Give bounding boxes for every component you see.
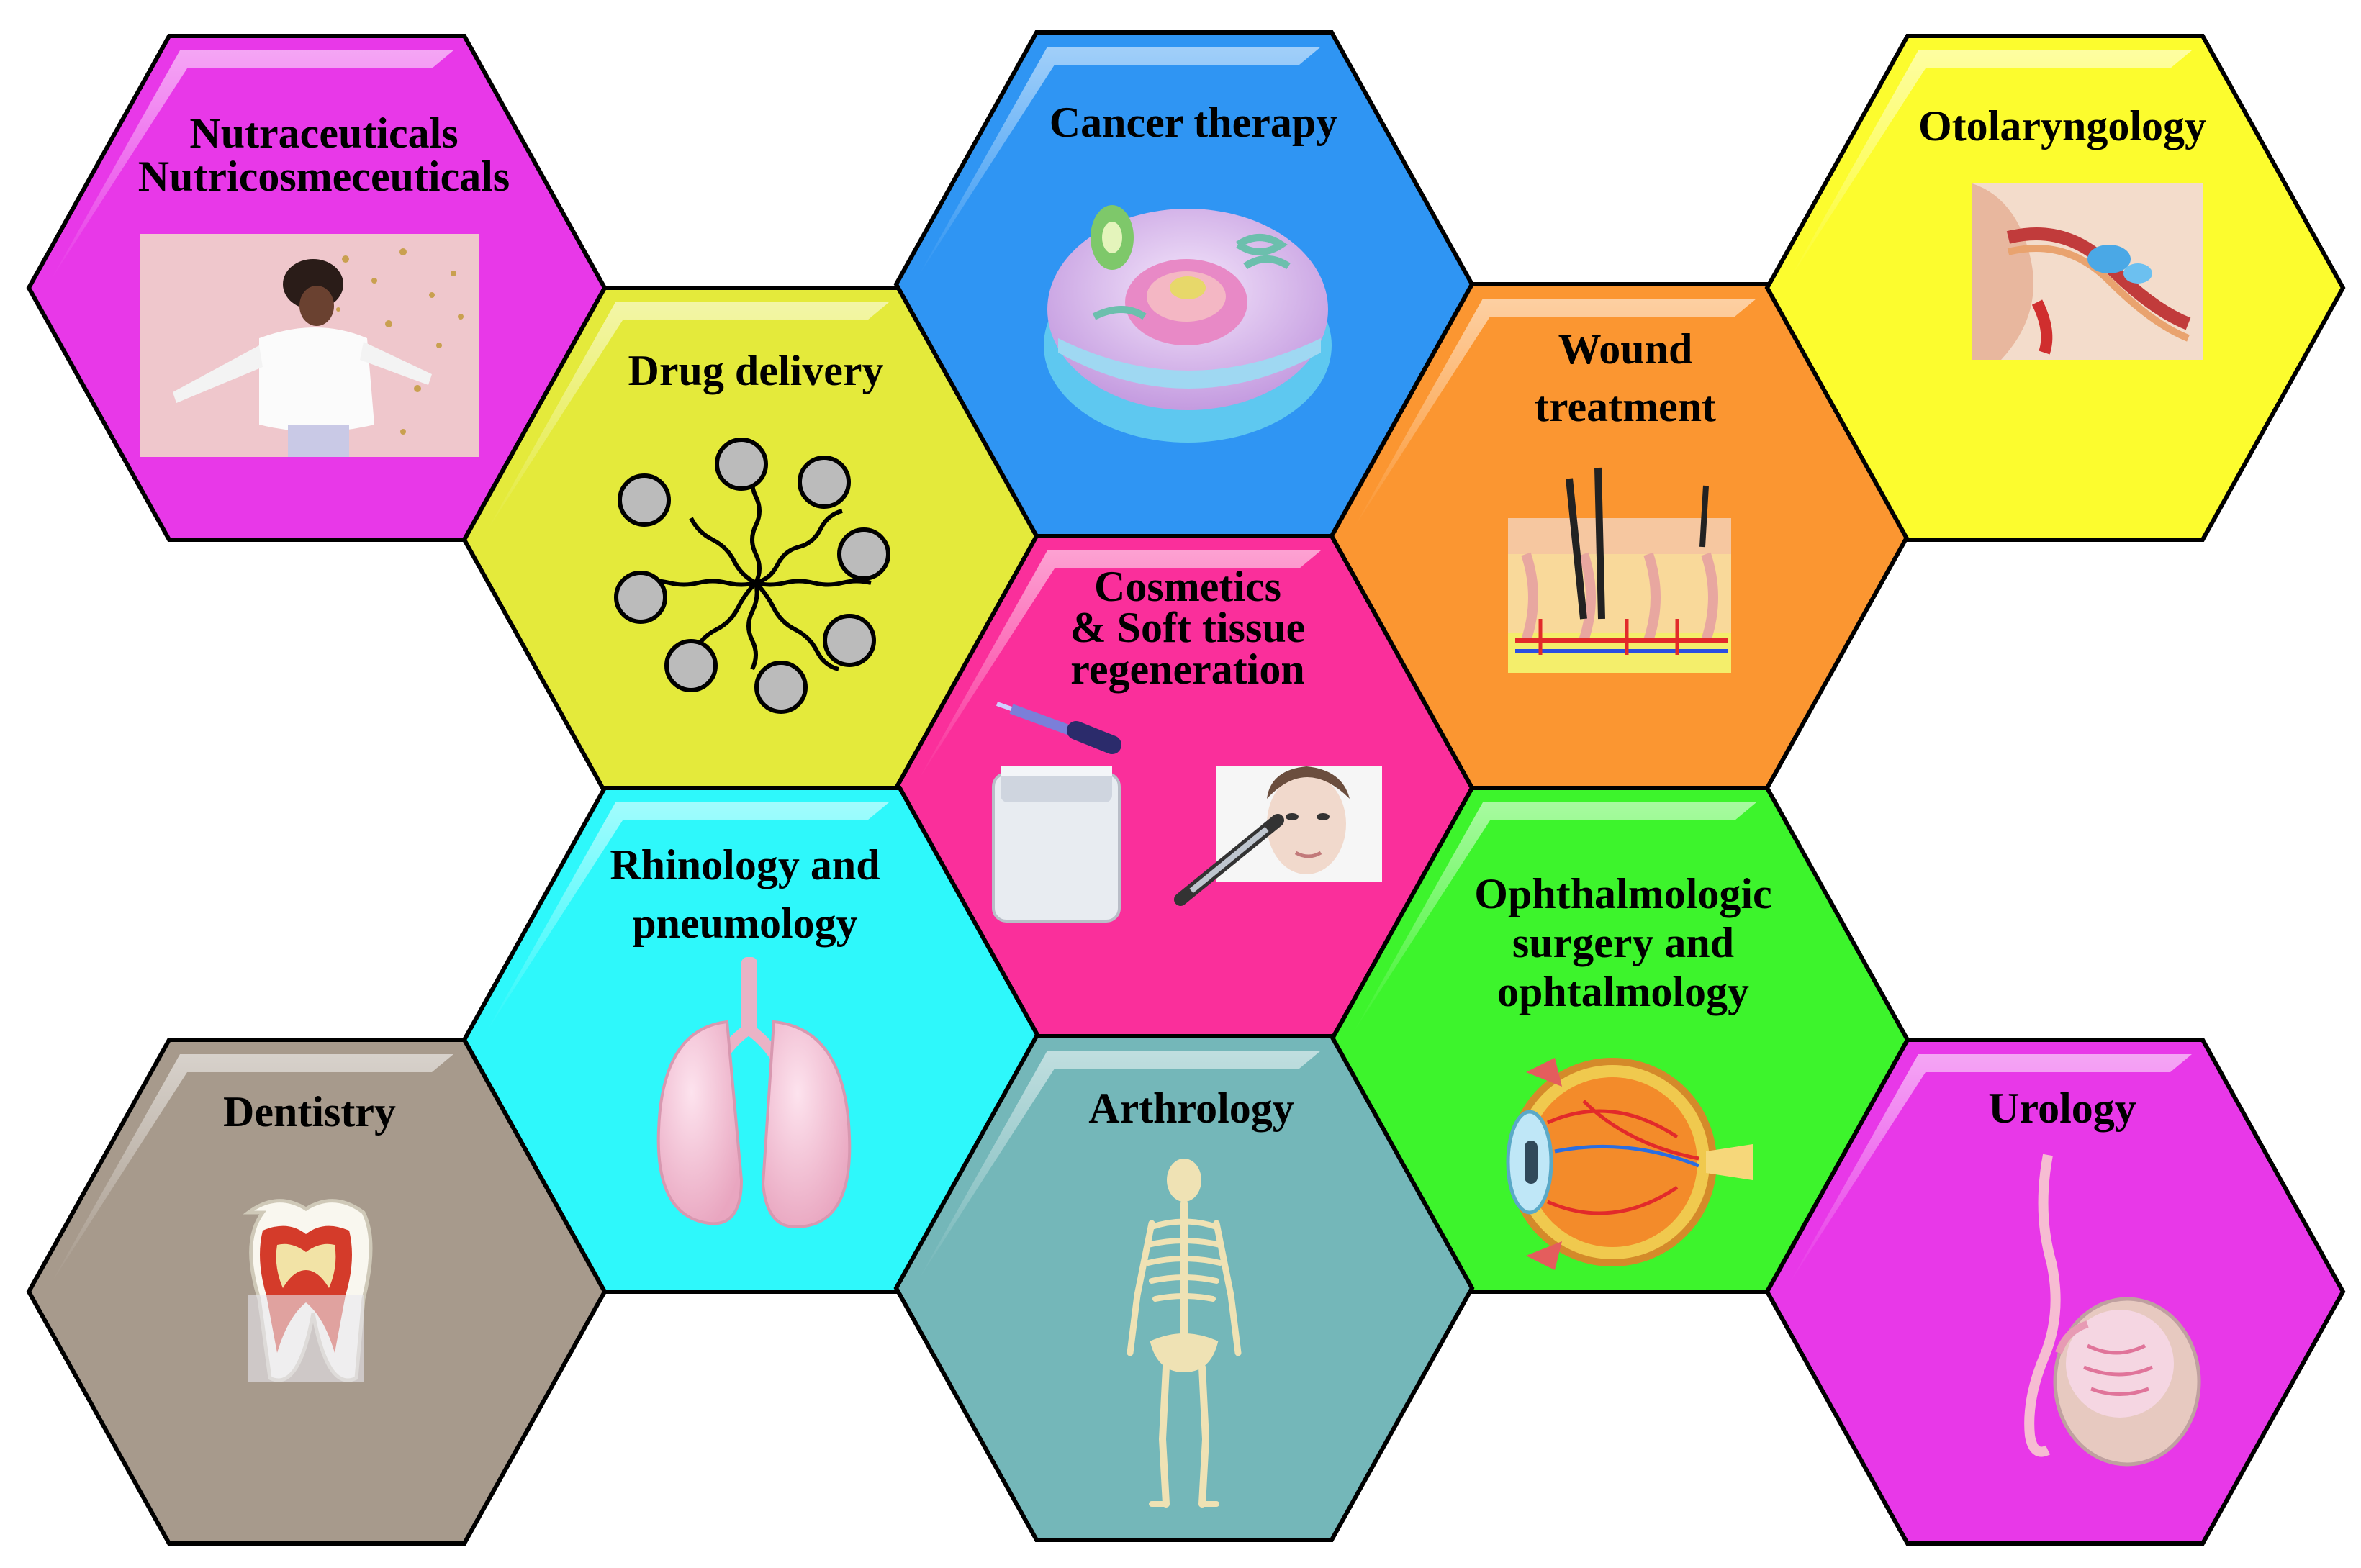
- hex-ophthalmology-label-1: Ophthalmologic: [1474, 870, 1771, 917]
- hex-cosmetics-label-1: Cosmetics: [1094, 563, 1281, 610]
- hex-wound-treatment-label-1: Wound: [1558, 325, 1693, 373]
- hex-drug-delivery-label: Drug delivery: [628, 347, 884, 394]
- animal-cell-icon: [1044, 205, 1332, 443]
- hex-urology: Urology: [1764, 1038, 2346, 1546]
- hex-otolaryngology-label: Otolaryngology: [1918, 102, 2206, 150]
- hex-cancer-therapy: Cancer therapy: [893, 30, 1475, 538]
- hex-cosmetics: Cosmetics & Soft tissue regeneration: [893, 534, 1475, 1042]
- hex-rhinology: Rhinology and pneumology: [461, 786, 1043, 1294]
- hex-cosmetics-label-3: regeneration: [1070, 645, 1304, 693]
- eye-anatomy-icon: [1506, 1058, 1753, 1270]
- lungs-icon: [656, 957, 852, 1229]
- hex-cancer-therapy-label: Cancer therapy: [1049, 99, 1338, 146]
- cosmetics-jar-dropper-syringe-icon: [992, 702, 1382, 923]
- hex-nutraceuticals-label-2: Nutricosmeceuticals: [138, 153, 510, 200]
- hex-wound-treatment-label-2: treatment: [1535, 383, 1716, 430]
- tooth-icon: [243, 1199, 373, 1382]
- skin-cross-section-icon: [1508, 467, 1731, 673]
- hex-arthrology: Arthrology: [893, 1034, 1475, 1542]
- hex-ophthalmology-label-3: ophtalmology: [1497, 968, 1749, 1015]
- hex-drug-delivery: Drug delivery: [461, 286, 1043, 794]
- skeleton-icon: [1127, 1159, 1242, 1508]
- hex-otolaryngology: Otolaryngology: [1764, 34, 2346, 542]
- hex-ophthalmology-label-2: surgery and: [1512, 919, 1734, 966]
- hex-dentistry-label: Dentistry: [223, 1088, 396, 1136]
- hex-urology-label: Urology: [1988, 1084, 2136, 1132]
- hex-rhinology-label-1: Rhinology and: [610, 841, 880, 889]
- testis-anatomy-icon: [2024, 1154, 2201, 1467]
- hex-arthrology-label: Arthrology: [1088, 1084, 1294, 1132]
- woman-with-confetti-photo: [140, 234, 479, 457]
- hex-nutraceuticals-label-1: Nutraceuticals: [189, 109, 458, 157]
- micelle-head-icons: [614, 438, 890, 714]
- ear-anatomy-icon: [1972, 183, 2203, 360]
- hex-nutraceuticals: Nutraceuticals Nutricosmeceuticals: [26, 34, 608, 542]
- hex-cosmetics-label-2: & Soft tissue: [1070, 604, 1306, 651]
- hex-wound-treatment: Wound treatment: [1329, 282, 1910, 790]
- hex-rhinology-label-2: pneumology: [632, 899, 857, 947]
- hex-ophthalmology: Ophthalmologic surgery and ophtalmology: [1329, 786, 1910, 1294]
- hex-dentistry: Dentistry: [26, 1038, 608, 1546]
